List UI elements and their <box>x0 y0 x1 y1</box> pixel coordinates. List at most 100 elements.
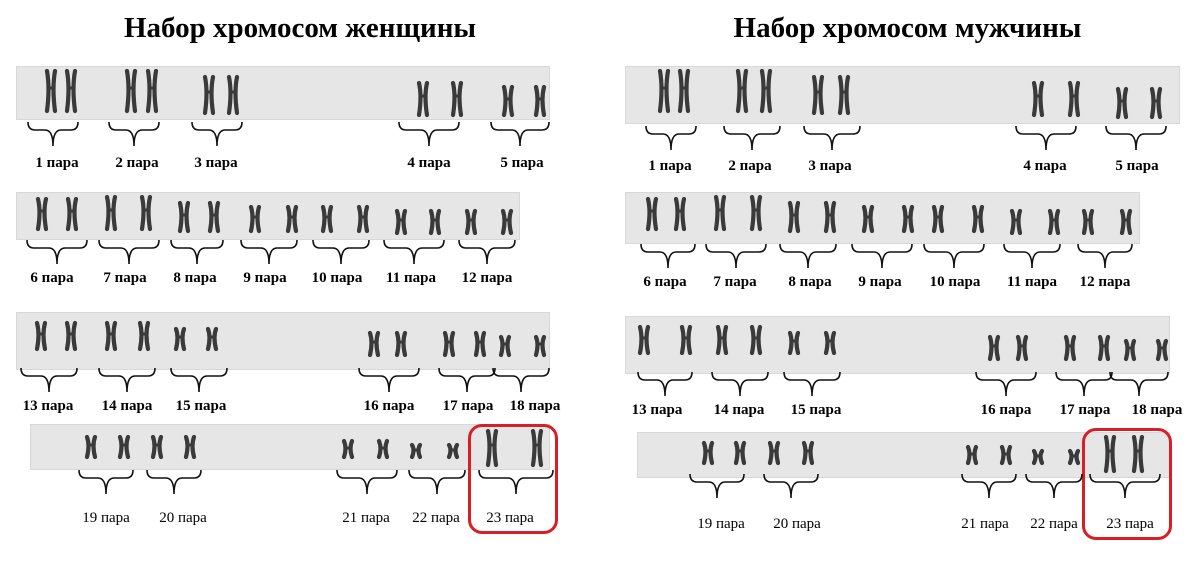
pair-label-16: 16 пара <box>980 402 1032 418</box>
chromosome-2-b <box>759 68 773 114</box>
chromosome-11-a <box>1009 208 1023 236</box>
chromosome-16-a <box>367 330 381 358</box>
brace-pair-11 <box>383 239 445 266</box>
brace-pair-15 <box>783 371 841 398</box>
pair-label-11: 11 пара <box>386 270 436 286</box>
pair-label-8: 8 пара <box>788 274 832 290</box>
chromosome-9-b <box>285 204 299 234</box>
female-karyotype-panel: Набор хромосом женщины 1 пара 2 пара 3 п… <box>16 12 560 534</box>
brace-pair-6 <box>26 239 88 266</box>
chromosome-6-b <box>673 196 687 232</box>
pair-label-4: 4 пара <box>407 155 451 171</box>
pair-label-14: 14 пара <box>713 402 765 418</box>
chromosome-13-a <box>34 320 48 352</box>
brace-pair-2 <box>108 121 160 148</box>
brace-pair-20 <box>146 469 202 496</box>
brace-pair-12 <box>458 239 516 266</box>
chromosome-row-2 <box>625 192 1140 244</box>
chromosome-23-b <box>1131 434 1145 474</box>
chromosome-12-a <box>464 208 478 236</box>
pair-label-3: 3 пара <box>808 158 852 174</box>
brace-pair-1 <box>645 125 697 152</box>
brace-pair-21 <box>336 469 398 496</box>
brace-pair-20 <box>763 473 819 500</box>
chromosome-18-a <box>1123 338 1137 362</box>
pair-label-2: 2 пара <box>115 155 159 171</box>
pair-label-20: 20 пара <box>159 510 207 526</box>
pair-label-3: 3 пара <box>194 155 238 171</box>
chromosome-5-b <box>1149 86 1163 120</box>
brace-pair-4 <box>398 121 460 148</box>
chromosome-4-a <box>416 80 430 118</box>
pair-label-4: 4 пара <box>1023 158 1067 174</box>
chromosome-20-a <box>150 434 164 460</box>
chromosome-19-a <box>701 440 715 466</box>
chromosome-12-b <box>500 208 514 236</box>
pair-label-6: 6 пара <box>30 270 74 286</box>
chromosome-row-4 <box>637 432 1170 478</box>
chromosome-17-a <box>442 330 456 358</box>
chromosome-row-2 <box>16 192 520 240</box>
chromosome-7-b <box>749 194 763 232</box>
chromosome-4-a <box>1031 80 1045 118</box>
chromosome-17-b <box>473 330 487 358</box>
chromosome-15-b <box>823 330 837 356</box>
pair-label-6: 6 пара <box>643 274 687 290</box>
pair-label-5: 5 пара <box>1115 158 1159 174</box>
chromosome-5-b <box>533 84 547 118</box>
pair-label-13: 13 пара <box>22 398 74 414</box>
chromosome-3-b <box>837 74 851 116</box>
brace-pair-10 <box>312 239 370 266</box>
chromosome-17-b <box>1097 334 1111 362</box>
chromosome-row-1 <box>16 66 550 120</box>
chromosome-2-a <box>124 68 138 114</box>
brace-pair-3 <box>191 121 243 148</box>
brace-pair-19 <box>689 473 745 500</box>
chromosome-6-a <box>35 196 49 232</box>
chromosome-10-a <box>931 204 945 234</box>
brace-pair-16 <box>975 371 1037 398</box>
pair-label-21: 21 пара <box>342 510 390 526</box>
pair-label-21: 21 пара <box>961 516 1009 532</box>
chromosome-16-b <box>1015 334 1029 362</box>
male-karyotype-panel: Набор хромосом мужчины 1 пара 2 пара 3 п… <box>615 0 1200 583</box>
chromosome-13-b <box>64 320 78 352</box>
chromosome-18-b <box>533 334 547 358</box>
brace-pair-23 <box>1089 473 1161 500</box>
chromosome-19-a <box>84 434 98 460</box>
pair-label-23: 23 пара <box>1106 516 1154 532</box>
brace-pair-14 <box>98 367 156 394</box>
chromosome-1-b <box>64 68 78 114</box>
chromosome-7-a <box>713 194 727 232</box>
chromosome-14-b <box>749 324 763 356</box>
chromosome-3-a <box>811 74 825 116</box>
chromosome-7-a <box>104 194 118 232</box>
pair-label-19: 19 пара <box>82 510 130 526</box>
pair-label-17: 17 пара <box>442 398 494 414</box>
chromosome-1-b <box>677 68 691 114</box>
brace-pair-7 <box>705 243 767 270</box>
chromosome-17-a <box>1063 334 1077 362</box>
brace-pair-4 <box>1015 125 1077 152</box>
brace-pair-5 <box>490 121 550 148</box>
pair-23-highlight <box>468 424 558 534</box>
brace-pair-11 <box>1003 243 1061 270</box>
brace-pair-15 <box>170 367 228 394</box>
chromosome-10-b <box>971 204 985 234</box>
brace-pair-9 <box>240 239 298 266</box>
chromosome-22-a <box>1031 448 1045 466</box>
chromosome-1-a <box>44 68 58 114</box>
chromosome-3-b <box>226 74 240 116</box>
chromosome-19-b <box>117 434 131 460</box>
brace-pair-2 <box>723 125 781 152</box>
pair-label-22: 22 пара <box>1030 516 1078 532</box>
pair-label-15: 15 пара <box>175 398 227 414</box>
brace-pair-14 <box>711 371 769 398</box>
brace-pair-5 <box>1105 125 1167 152</box>
chromosome-4-b <box>1067 80 1081 118</box>
chromosome-23-b <box>530 428 544 468</box>
brace-pair-13 <box>637 371 693 398</box>
chromosome-7-b <box>139 194 153 232</box>
chromosome-20-a <box>767 440 781 466</box>
chromosome-18-b <box>1155 338 1169 362</box>
